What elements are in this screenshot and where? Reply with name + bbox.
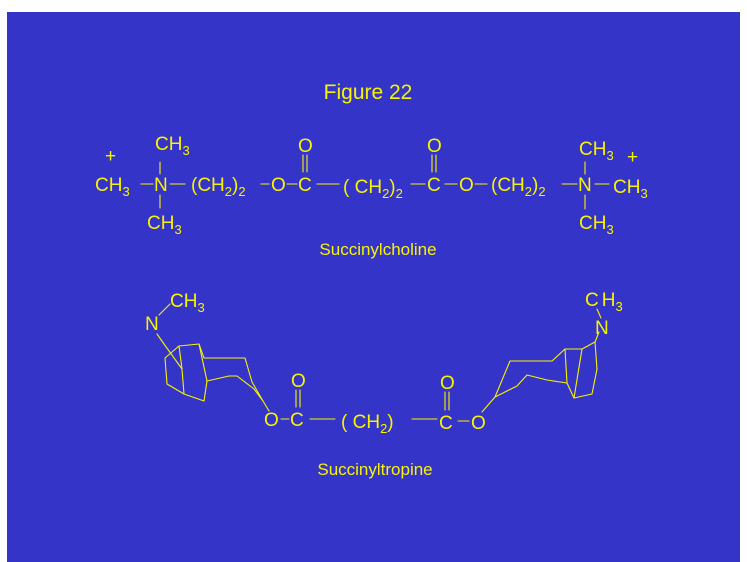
left-ester-oxygen: O	[264, 410, 279, 431]
left-nitrogen: N	[154, 175, 168, 196]
central-chain: ( CH2)2	[343, 177, 403, 201]
right-tropane-nitrogen: N	[595, 318, 609, 339]
left-end-methyl: CH3	[95, 175, 130, 199]
right-carbonyl-oxygen: O	[427, 136, 442, 157]
right-tropane-inner	[573, 348, 583, 399]
left-tropane-methyl: CH3	[170, 291, 205, 315]
right-bottom-methyl: CH3	[579, 213, 614, 237]
right-carbonyl-carbon: C	[439, 413, 453, 434]
right-ester-oxygen: O	[459, 175, 474, 196]
left-top-methyl: CH3	[155, 134, 190, 158]
slide: Figure 22 + CH3 CH3 N CH3 (CH2)2 O C O (…	[7, 12, 740, 562]
right-carbonyl-carbon: C	[427, 175, 441, 196]
right-end-methyl: CH3	[613, 177, 648, 201]
succinyltropine-label: Succinyltropine	[317, 460, 432, 479]
figure-title: Figure 22	[324, 81, 413, 104]
left-tropane-ring	[156, 333, 264, 402]
left-tropane-nitrogen: N	[145, 314, 159, 335]
right-charge: +	[627, 147, 638, 168]
right-nitrogen: N	[578, 175, 592, 196]
left-bottom-methyl: CH3	[147, 213, 182, 237]
structure-diagram: Figure 22 + CH3 CH3 N CH3 (CH2)2 O C O (…	[95, 81, 648, 479]
left-ester-oxygen: O	[271, 175, 286, 196]
left-carbonyl-carbon: C	[298, 175, 312, 196]
left-carbonyl-oxygen: O	[291, 371, 306, 392]
succinylcholine-label: Succinylcholine	[319, 240, 436, 259]
left-ethylene: (CH2)2	[191, 175, 246, 199]
left-charge: +	[105, 146, 116, 167]
succinylcholine-structure: + CH3 CH3 N CH3 (CH2)2 O C O ( CH2)2 C O…	[95, 134, 648, 237]
right-n-methyl-bond	[596, 308, 602, 319]
right-o-ring-bond	[481, 396, 496, 413]
right-tropane-ring	[494, 341, 598, 399]
right-ester-oxygen: O	[471, 413, 486, 434]
left-n-methyl-bond	[158, 303, 171, 316]
right-ethylene: (CH2)2	[491, 175, 546, 199]
right-top-methyl: CH3	[579, 139, 614, 163]
left-carbonyl-carbon: C	[290, 410, 304, 431]
left-carbonyl-oxygen: O	[298, 136, 313, 157]
right-carbonyl-oxygen: O	[440, 373, 455, 394]
left-ring-o-bond	[262, 400, 270, 412]
left-tropane-bridge	[178, 345, 183, 370]
central-chain: ( CH2)	[341, 412, 394, 436]
left-tropane-inner	[198, 343, 208, 382]
right-tropane-bridge	[564, 348, 568, 384]
right-ring-n-bond	[594, 331, 600, 343]
